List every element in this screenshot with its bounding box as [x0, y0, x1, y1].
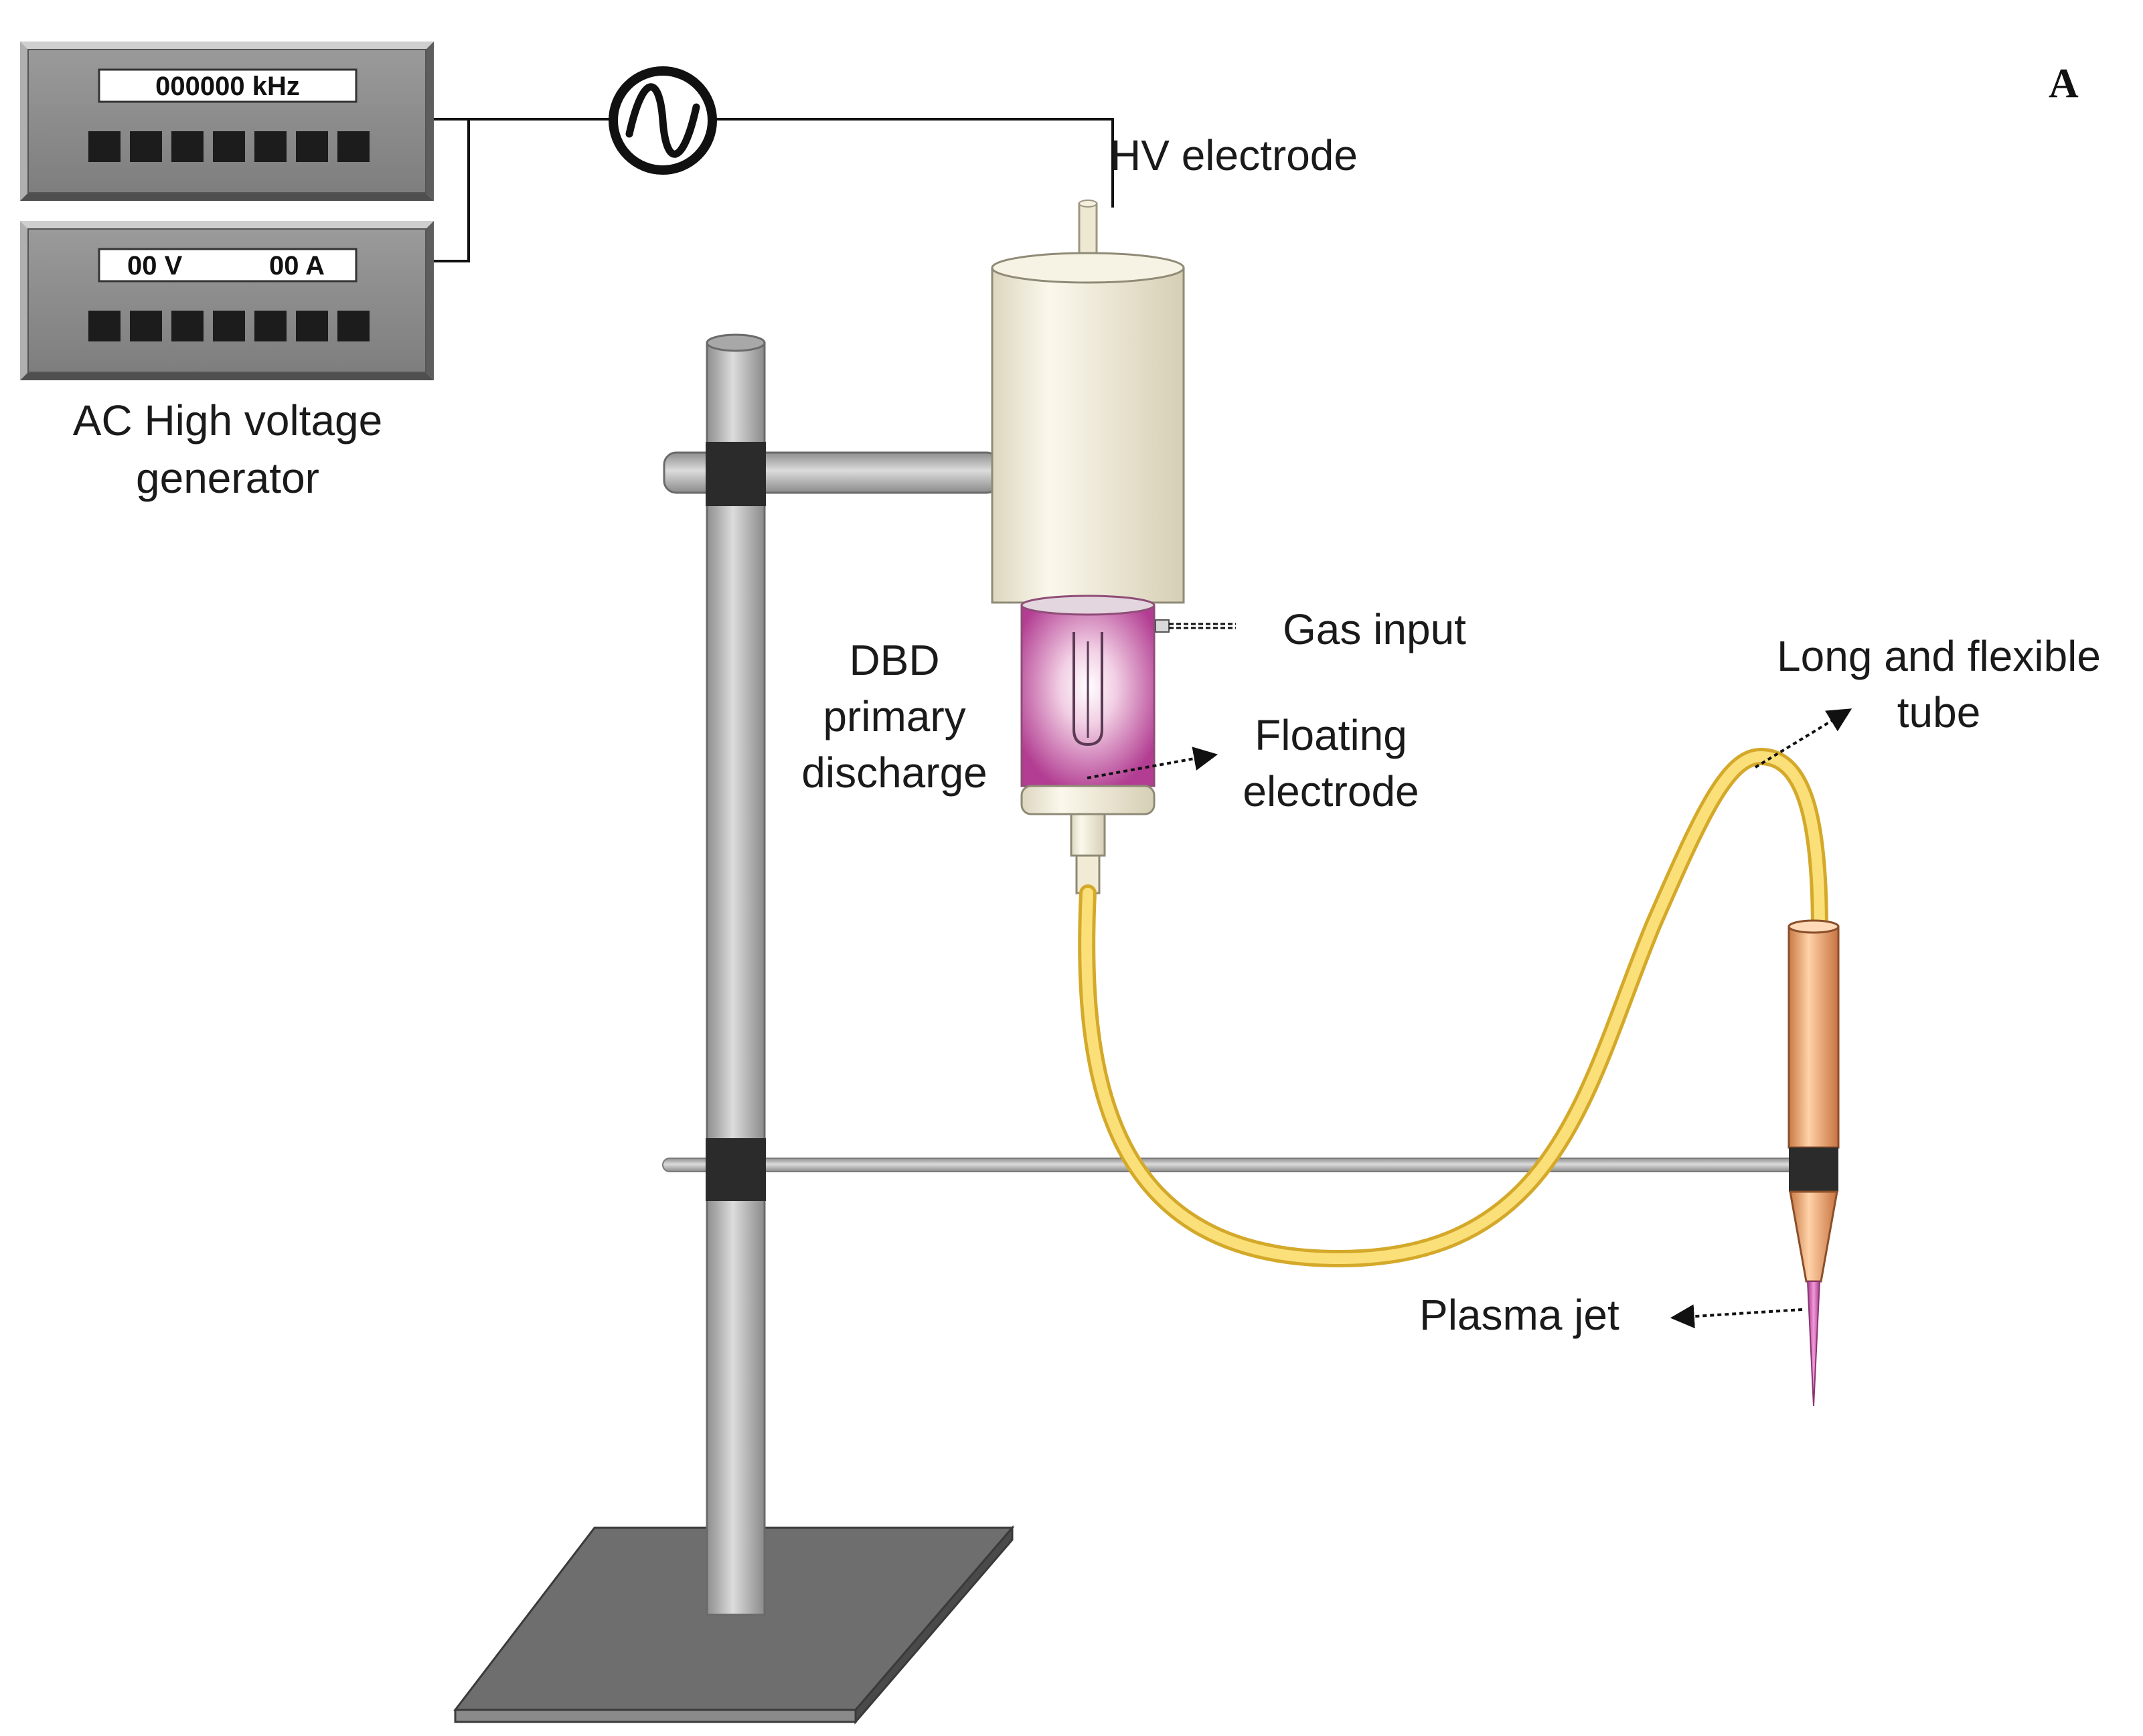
dbd-label-line2: primary: [823, 692, 965, 740]
meter-key: [254, 131, 287, 162]
meter-key: [213, 131, 245, 162]
voltage-current-display: [98, 248, 358, 283]
floating-electrode-arrow: [1087, 746, 1218, 779]
voltage-readout: 00 V: [127, 251, 183, 281]
hv-electrode-label: HV electrode: [1110, 131, 1358, 179]
upper-clamp: [706, 442, 766, 506]
meter-key: [337, 131, 370, 162]
floating-electrode-label-line2: electrode: [1243, 767, 1419, 815]
gas-input-label: Gas input: [1283, 605, 1466, 653]
hv-wiring: [434, 118, 1114, 262]
meter-key: [130, 311, 162, 341]
tube-label-line2: tube: [1897, 688, 1981, 736]
meter-key: [88, 131, 121, 162]
frequency-meter: 000000 kHz: [20, 42, 434, 201]
stand-pole: [706, 333, 766, 1616]
plasma-pen-handpiece: [1788, 919, 1840, 1407]
voltage-current-meter: 00 V 00 A: [20, 221, 434, 380]
meter-key: [337, 311, 370, 341]
floating-electrode-label-line1: Floating: [1255, 711, 1407, 759]
meter-key: [296, 131, 328, 162]
meter-key: [213, 311, 245, 341]
stand-base-plate: [453, 1524, 1015, 1725]
flexible-tube: [1078, 747, 1828, 1268]
generator-label-line1: AC High voltage: [73, 396, 382, 445]
upper-clamp-arm: [663, 442, 1000, 506]
frequency-meter-keys: [88, 131, 370, 162]
meter-key: [130, 131, 162, 162]
tube-arrow: [1754, 708, 1852, 769]
panel-letter: A: [2049, 61, 2079, 106]
meter-key: [296, 311, 328, 341]
reactor-cylinder: [991, 266, 1185, 604]
meter-key: [254, 311, 287, 341]
voltage-meter-keys: [88, 311, 370, 341]
plasma-jet-arrow: [1670, 1304, 1803, 1329]
dbd-reactor: [991, 200, 1236, 894]
lower-clamp: [706, 1138, 766, 1201]
generator-label-line2: generator: [136, 454, 319, 502]
plasma-jet-plume: [1806, 1281, 1821, 1407]
current-readout: 00 A: [269, 251, 325, 281]
plasma-jet-label: Plasma jet: [1419, 1291, 1619, 1339]
meter-key: [88, 311, 121, 341]
dbd-label-line1: DBD: [849, 636, 939, 684]
pen-clamp: [1789, 1148, 1838, 1192]
frequency-display: [98, 68, 358, 103]
tube-label-line1: Long and flexible: [1777, 632, 2101, 680]
ac-sine-source-icon: [609, 66, 717, 175]
meter-key: [171, 311, 204, 341]
annotation-arrows: [1087, 708, 1852, 1329]
outlet-nozzle: [1070, 813, 1106, 857]
gas-inlet-port: [1155, 619, 1170, 633]
dbd-label-line3: discharge: [801, 748, 987, 797]
frequency-readout: 000000 kHz: [155, 72, 300, 101]
meter-key: [171, 131, 204, 162]
lower-clamp-rod: [662, 1138, 1806, 1201]
